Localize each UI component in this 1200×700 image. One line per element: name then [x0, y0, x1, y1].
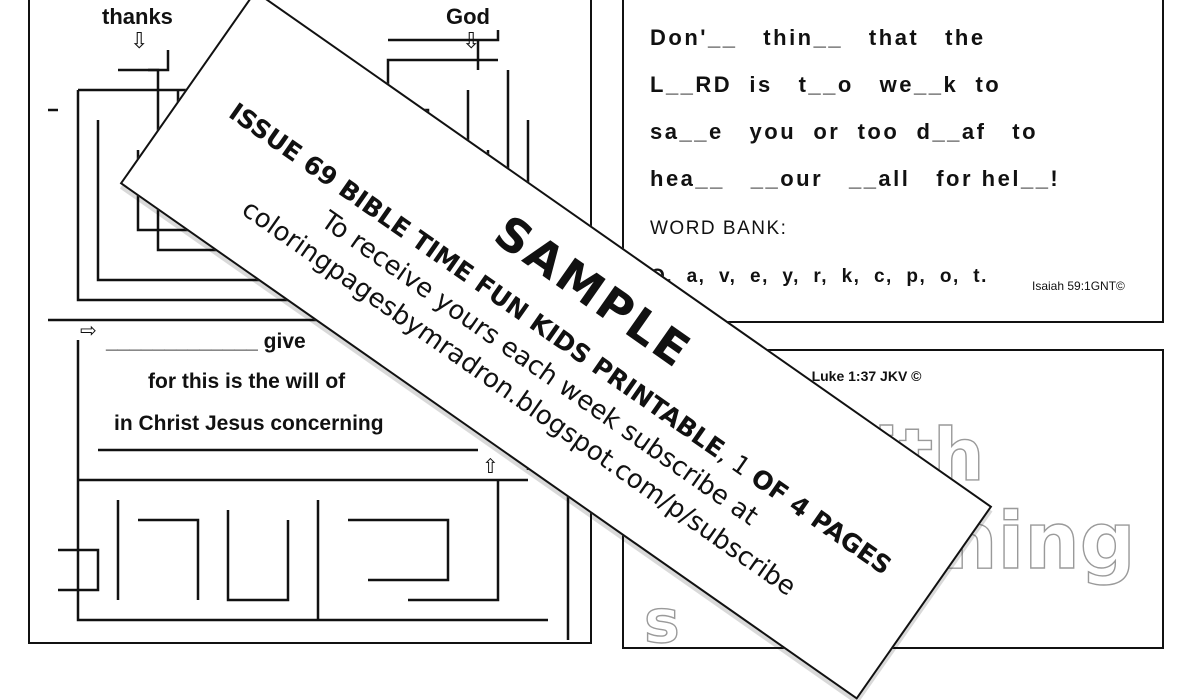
down-arrow-icon: ⇩ — [462, 28, 481, 53]
down-arrow-icon: ⇩ — [130, 28, 149, 53]
verse-line-1: _____________ give — [106, 330, 306, 353]
up-arrow-icon: ⇧ — [482, 456, 499, 478]
fill-in-blank-worksheet: Don'__ thin__ that the L__RD is t__o we_… — [622, 0, 1164, 323]
word-bank-letters: O, a, v, e, y, r, k, c, p, o, t. — [650, 266, 988, 287]
right-arrow-icon: ⇨ — [80, 320, 97, 342]
verse-line-2: for this is the will of — [148, 370, 346, 393]
maze-word-god: God — [446, 4, 490, 29]
fill-line-4: hea__ __our __all for hel__! — [650, 166, 1061, 191]
word-bank-label: WORD BANK: — [650, 218, 788, 239]
verse-reference: Isaiah 59:1GNT© — [1032, 279, 1125, 293]
fill-line-3: sa__e you or too d__af to — [650, 119, 1039, 144]
fill-line-1: Don'__ thin__ that the — [650, 25, 986, 50]
fill-line-2: L__RD is t__o we__k to — [650, 72, 1002, 97]
maze-word-thanks: thanks — [102, 4, 173, 29]
verse-line-3: in Christ Jesus concerning — [114, 412, 384, 435]
outline-word-3: s — [643, 586, 680, 657]
